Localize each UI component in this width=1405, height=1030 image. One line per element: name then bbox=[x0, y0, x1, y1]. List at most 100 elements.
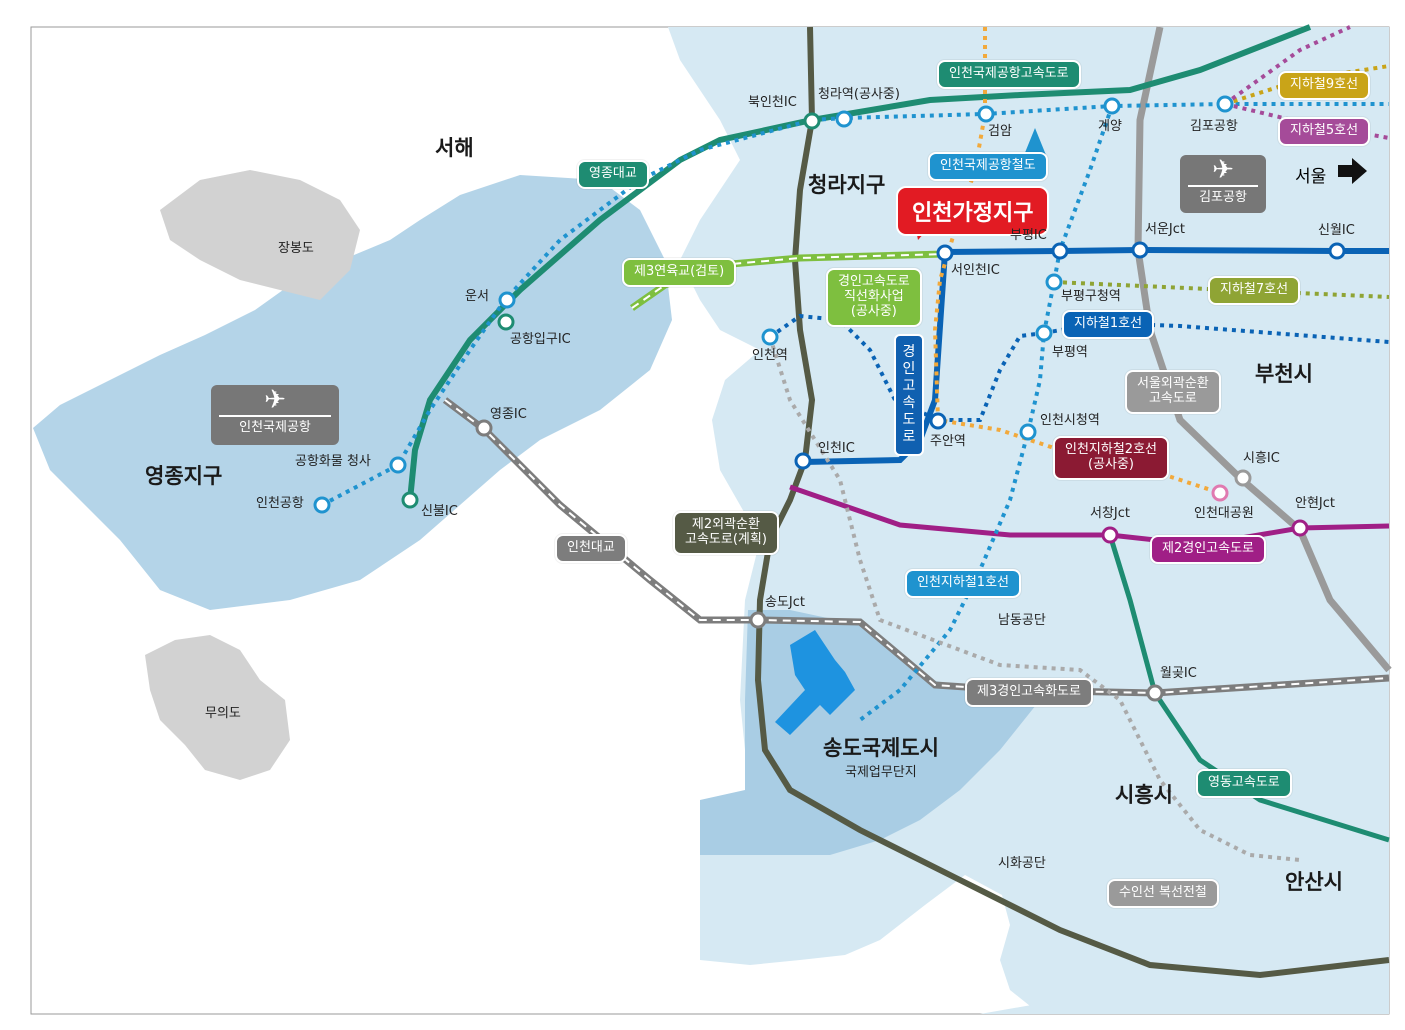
gyeongin-expressway-tag: 경인고속도로 bbox=[894, 334, 924, 456]
gyeyang-label: 계양 bbox=[1098, 119, 1122, 134]
yeongdong-line bbox=[1107, 534, 1390, 843]
suin-line bbox=[768, 336, 1301, 862]
yeongjong-bridge-tag: 영종대교 bbox=[577, 160, 649, 189]
seoincheon-ic-label: 서인천IC bbox=[951, 263, 1000, 278]
airport-ic-label: 공항입구IC bbox=[510, 332, 571, 347]
seoun-jct-label: 서운Jct bbox=[1145, 222, 1185, 237]
subway1-tag: 지하철1호선 bbox=[1062, 310, 1155, 339]
incheon-subway1-line bbox=[858, 105, 1114, 722]
juan-station-label: 주안역 bbox=[930, 434, 966, 449]
siheung-label: 시흥시 bbox=[1115, 783, 1173, 807]
bupyeong-gu-label: 부평구청역 bbox=[1061, 289, 1121, 304]
station-bukincheon-ic bbox=[803, 112, 821, 130]
incheon-ic-label: 인천IC bbox=[818, 441, 855, 456]
songdo-sub-label: 국제업무단지 bbox=[845, 765, 917, 780]
gajeong-district-label: 인천가정지구 bbox=[896, 186, 1050, 236]
bridge3-tag: 제3연육교(검토) bbox=[622, 258, 737, 287]
station-cargo bbox=[389, 456, 407, 474]
station-airport-ic bbox=[497, 313, 515, 331]
airport-rail-line bbox=[321, 102, 1389, 507]
station-anhyeon-jct bbox=[1291, 519, 1309, 537]
station-bupyeong-ic bbox=[1051, 242, 1069, 260]
mainland-coast-south bbox=[980, 940, 1389, 1014]
grand-park-label: 인천대공원 bbox=[1194, 506, 1254, 521]
unseo-label: 운서 bbox=[465, 289, 489, 304]
station-sinbul-ic bbox=[401, 491, 419, 509]
songdo-business-shape bbox=[775, 630, 855, 735]
station-juan bbox=[929, 412, 947, 430]
incheon-airport-station-label: 인천공항 bbox=[256, 496, 304, 511]
wolgot-ic-label: 월곶IC bbox=[1160, 666, 1197, 681]
gimpo-station-label: 김포공항 bbox=[1190, 119, 1238, 134]
city-hall-label: 인천시청역 bbox=[1040, 413, 1100, 428]
gyeongin-direct-tag: 경인고속도로 직선화사업 (공사중) bbox=[826, 268, 922, 327]
seochang-jct-label: 서창Jct bbox=[1090, 506, 1130, 521]
cheongna-station-label: 청라역(공사중) bbox=[818, 87, 900, 102]
suin-tag: 수인선 복선전철 bbox=[1107, 879, 1219, 908]
station-bupyeong bbox=[1035, 324, 1053, 342]
yeongjong-island bbox=[33, 175, 672, 610]
incheon-bridge-tag: 인천대교 bbox=[555, 534, 627, 563]
station-sinwol-ic bbox=[1328, 242, 1346, 260]
airport-expressway-tag: 인천국제공항고속도로 bbox=[937, 60, 1081, 89]
station-yeongjong-ic bbox=[475, 419, 493, 437]
songdo-land bbox=[700, 610, 1040, 855]
siheung-ic-label: 시흥IC bbox=[1243, 451, 1280, 466]
station-cheongna bbox=[835, 110, 853, 128]
station-city-hall bbox=[1019, 423, 1037, 441]
gimpo-airport-badge: ✈ 김포공항 bbox=[1180, 155, 1266, 213]
geomam-label: 검암 bbox=[988, 124, 1012, 139]
yeongjong-district-label: 영종지구 bbox=[145, 464, 223, 488]
songdo-district-label: 송도국제도시 bbox=[823, 736, 939, 760]
gyeongin3-tag: 제3경인고속화도로 bbox=[965, 678, 1093, 707]
subway5-tag: 지하철5호선 bbox=[1278, 117, 1371, 146]
ansan-label: 안산시 bbox=[1285, 870, 1343, 894]
cargo-label: 공항화물 청사 bbox=[295, 454, 371, 469]
station-unseo bbox=[498, 291, 516, 309]
bupyeong-ic-label: 부평IC bbox=[1010, 228, 1047, 243]
station-gimpo bbox=[1216, 95, 1234, 113]
anhyeon-jct-label: 안현Jct bbox=[1295, 496, 1335, 511]
bukincheon-ic-label: 북인천IC bbox=[748, 95, 797, 110]
station-siheung-ic bbox=[1234, 469, 1252, 487]
jangbong-island bbox=[160, 170, 360, 300]
subway9-line bbox=[1224, 64, 1390, 106]
sea-label: 서해 bbox=[435, 136, 474, 160]
station-songdo-jct bbox=[749, 611, 767, 629]
gyeongin2-tag: 제2경인고속도로 bbox=[1150, 535, 1266, 564]
incheon-subway2-tag: 인천지하철2호선 (공사중) bbox=[1053, 436, 1169, 480]
muui-label: 무의도 bbox=[205, 706, 241, 721]
station-seochang-jct bbox=[1101, 526, 1119, 544]
seoul-arrow-icon bbox=[1338, 158, 1367, 184]
station-grand-park bbox=[1211, 484, 1229, 502]
incheon-subway1-tag: 인천지하철1호선 bbox=[905, 569, 1021, 598]
station-incheon-airport bbox=[313, 496, 331, 514]
seoul-ring-line bbox=[1134, 26, 1392, 673]
ring2-tag: 제2외곽순환 고속도로(계획) bbox=[673, 511, 779, 555]
bucheon-label: 부천시 bbox=[1255, 362, 1313, 386]
station-incheon bbox=[761, 328, 779, 346]
incheon-station-label: 인천역 bbox=[752, 348, 788, 363]
sinwol-ic-label: 신월IC bbox=[1318, 223, 1355, 238]
jangbong-label: 장봉도 bbox=[278, 241, 314, 256]
seoul-label: 서울 bbox=[1295, 167, 1327, 187]
sihwa-label: 시화공단 bbox=[998, 856, 1046, 871]
yeongdong-tag: 영동고속도로 bbox=[1196, 769, 1292, 798]
station-seoincheon-ic bbox=[936, 244, 954, 262]
muui-island bbox=[145, 635, 290, 780]
subway9-tag: 지하철9호선 bbox=[1278, 71, 1371, 100]
cheongna-district-label: 청라지구 bbox=[808, 173, 886, 197]
station-gyeyang bbox=[1103, 97, 1121, 115]
incheon-airport-label: 인천국제공항 bbox=[239, 420, 311, 435]
subway7-line bbox=[1053, 280, 1390, 299]
bupyeong-station-label: 부평역 bbox=[1052, 345, 1088, 360]
airport-railroad-tag: 인천국제공항철도 bbox=[928, 152, 1048, 181]
incheon-airport-badge: ✈ 인천국제공항 bbox=[211, 385, 339, 445]
gyeongin-line bbox=[944, 246, 1389, 255]
airplane-icon: ✈ bbox=[264, 385, 286, 415]
subway7-tag: 지하철7호선 bbox=[1208, 276, 1301, 305]
gimpo-airport-label: 김포공항 bbox=[1199, 190, 1247, 205]
station-wolgot-ic bbox=[1146, 684, 1164, 702]
sinbul-ic-label: 신불IC bbox=[421, 504, 458, 519]
station-seoun-jct bbox=[1131, 241, 1149, 259]
